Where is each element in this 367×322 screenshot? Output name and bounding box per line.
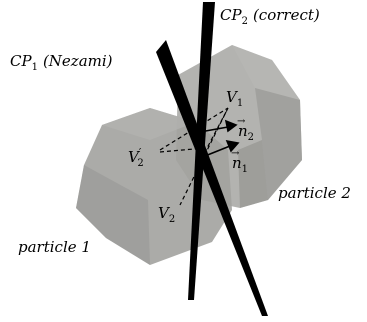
contact-plane-2 bbox=[188, 2, 215, 300]
cp2-label: CP2 (correct) bbox=[220, 6, 320, 27]
n2-arrow-accent: → bbox=[237, 116, 246, 127]
normal-vectors bbox=[199, 119, 240, 157]
cp1-label: CP1 (Nezami) bbox=[10, 52, 113, 73]
v2p-prime: ′ bbox=[139, 146, 142, 159]
n2-index: 2 bbox=[248, 132, 254, 143]
particle-1-top-facet bbox=[102, 108, 196, 140]
n1-arrow-head bbox=[225, 139, 240, 153]
v2p-label: V′2 bbox=[128, 146, 144, 169]
n1-label: n1 bbox=[232, 154, 248, 175]
particle-2-top-facet bbox=[232, 45, 300, 100]
cp1-symbol: CP bbox=[10, 52, 32, 70]
contact-plane-1 bbox=[156, 40, 268, 316]
cp2-symbol: CP bbox=[220, 6, 242, 24]
v2p-to-v1-line bbox=[159, 107, 229, 151]
particle-1-front-facet bbox=[76, 165, 150, 265]
n2-arrow-shaft bbox=[199, 126, 229, 133]
construction-lines bbox=[159, 107, 229, 206]
n2-symbol: n bbox=[238, 122, 248, 140]
n1-index: 1 bbox=[242, 164, 248, 175]
v2-symbol: V bbox=[158, 204, 171, 222]
v2p-symbol: V bbox=[128, 148, 141, 166]
cp2-tag: (correct) bbox=[253, 6, 320, 24]
n2-arrow-head bbox=[224, 119, 238, 133]
n2-label: n2 bbox=[238, 122, 254, 143]
n1-symbol: n bbox=[232, 154, 242, 172]
v2-label: V2 bbox=[158, 204, 175, 225]
v1-to-center-line bbox=[205, 111, 227, 151]
cp1-tag: (Nezami) bbox=[43, 52, 113, 70]
particle-2-side-facet bbox=[255, 88, 302, 200]
n1-arrow-accent: → bbox=[231, 148, 240, 159]
v2p-to-center-line bbox=[159, 147, 206, 153]
cp2-index: 2 bbox=[242, 16, 248, 27]
particle-1-label: particle 1 bbox=[18, 238, 91, 256]
v2p-index: 2 bbox=[137, 158, 143, 169]
n1-arrow-shaft bbox=[204, 145, 231, 157]
particle-2-bottom-facet bbox=[238, 140, 268, 208]
v1-index: 1 bbox=[237, 98, 243, 109]
v2-index: 2 bbox=[169, 214, 175, 225]
v1-label: V1 bbox=[226, 88, 243, 109]
particle-2-label: particle 2 bbox=[278, 184, 351, 202]
v1-symbol: V bbox=[226, 88, 239, 106]
cp1-index: 1 bbox=[32, 62, 38, 73]
